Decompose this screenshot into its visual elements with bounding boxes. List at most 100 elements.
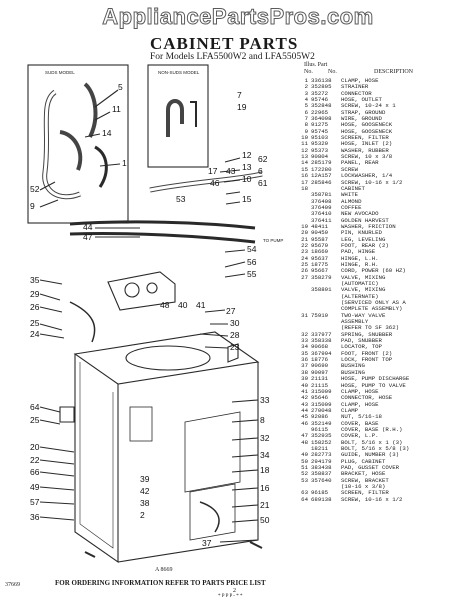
non-suds-model-box <box>147 64 209 168</box>
part-description: WASHER, RUBBER <box>341 147 389 154</box>
part-description: TWO-WAY VALVE <box>341 312 386 319</box>
part-ref: 37 <box>301 362 308 370</box>
part-number: 376408 <box>311 197 332 205</box>
callout: 7 <box>237 90 242 100</box>
parts-row: (SERVICED ONLY AS A <box>294 300 476 306</box>
part-description: SCREW, 10-16 x 1/2 <box>341 179 403 186</box>
callout: 26 <box>30 302 40 312</box>
callout: 37 <box>202 538 212 548</box>
part-number: 48411 <box>311 222 329 230</box>
part-number: 172280 <box>311 165 332 173</box>
part-ref: 7 <box>304 115 308 123</box>
callout: 36 <box>30 512 40 522</box>
part-ref: 49 <box>301 451 308 459</box>
part-description: ASSEMBLY <box>341 319 369 326</box>
part-ref: 21 <box>301 235 308 243</box>
callout: 30 <box>230 318 240 328</box>
callout: 43 <box>226 166 236 176</box>
part-number: 358338 <box>311 337 332 345</box>
part-description: PAD, GUSSET COVER <box>341 464 400 471</box>
callout: 38 <box>140 498 150 508</box>
part-description: BUSHING <box>341 369 365 376</box>
part-ref: 47 <box>301 432 308 440</box>
part-number: 12A157 <box>311 172 332 180</box>
callout: 14 <box>102 128 112 138</box>
callout: 52 <box>30 184 40 194</box>
callout: 12 <box>242 150 252 160</box>
site-banner: AppliancePartsPros.com <box>102 4 374 30</box>
part-number: 95679 <box>311 241 329 249</box>
callout: 29 <box>30 289 40 299</box>
part-description: SCREW <box>341 166 359 173</box>
part-number: 90459 <box>311 229 329 237</box>
part-description: SPRING, SNUBBER <box>341 331 393 338</box>
part-description: HOSE, INLET (2) <box>341 141 393 148</box>
part-number: 90690 <box>311 362 329 370</box>
part-ref: 15 <box>301 165 308 173</box>
corner-code: 37669 <box>5 582 20 588</box>
part-description: (SERVICED ONLY AS A <box>341 300 406 307</box>
header-part-no: No. <box>328 69 337 75</box>
part-ref: 40 <box>301 381 308 389</box>
part-number: 315009 <box>311 400 332 408</box>
part-ref: 27 <box>301 273 308 281</box>
part-description: GUIDE, NUMBER (3) <box>341 452 400 459</box>
callout: 8 <box>260 415 265 425</box>
part-number: 91275 <box>311 121 329 129</box>
part-ref: 31 <box>301 311 308 319</box>
part-number: 383438 <box>311 463 332 471</box>
part-number: 376410 <box>311 210 332 218</box>
part-description: PANEL, REAR <box>341 160 379 167</box>
part-ref: 33 <box>301 337 308 345</box>
part-ref: 53 <box>301 476 308 484</box>
part-number: 18669 <box>311 248 329 256</box>
part-description: LOCATOR, TOP <box>341 344 382 351</box>
part-ref: 13 <box>301 153 308 161</box>
part-ref: 19 <box>301 222 308 230</box>
part-number: 18211 <box>311 444 329 452</box>
callout: 18 <box>260 465 270 475</box>
parts-row: (AUTOMATIC) <box>294 281 476 287</box>
part-ref: 44 <box>301 406 308 414</box>
callout: 15 <box>242 194 252 204</box>
callout: 5 <box>118 82 123 92</box>
callout: 2 <box>140 510 145 520</box>
part-number: 95329 <box>311 140 329 148</box>
part-number: 285179 <box>311 159 332 167</box>
part-description: FOOT, FRONT (2) <box>341 350 393 357</box>
part-ref: 8 <box>304 121 308 129</box>
callout: 55 <box>247 269 257 279</box>
part-ref: 17 <box>301 178 308 186</box>
part-number: 35272 <box>311 89 329 97</box>
part-number: 95103 <box>311 134 329 142</box>
part-ref: 9 <box>304 127 308 135</box>
part-description: PIN, KNURLED <box>341 230 382 237</box>
part-ref: 4 <box>304 96 308 104</box>
part-number: 285846 <box>311 178 332 186</box>
part-description: WIRE, GROUND <box>341 116 382 123</box>
part-ref: 23 <box>301 248 308 256</box>
callout: 28 <box>230 330 240 340</box>
part-description: BRACKET, HOSE <box>341 471 386 478</box>
